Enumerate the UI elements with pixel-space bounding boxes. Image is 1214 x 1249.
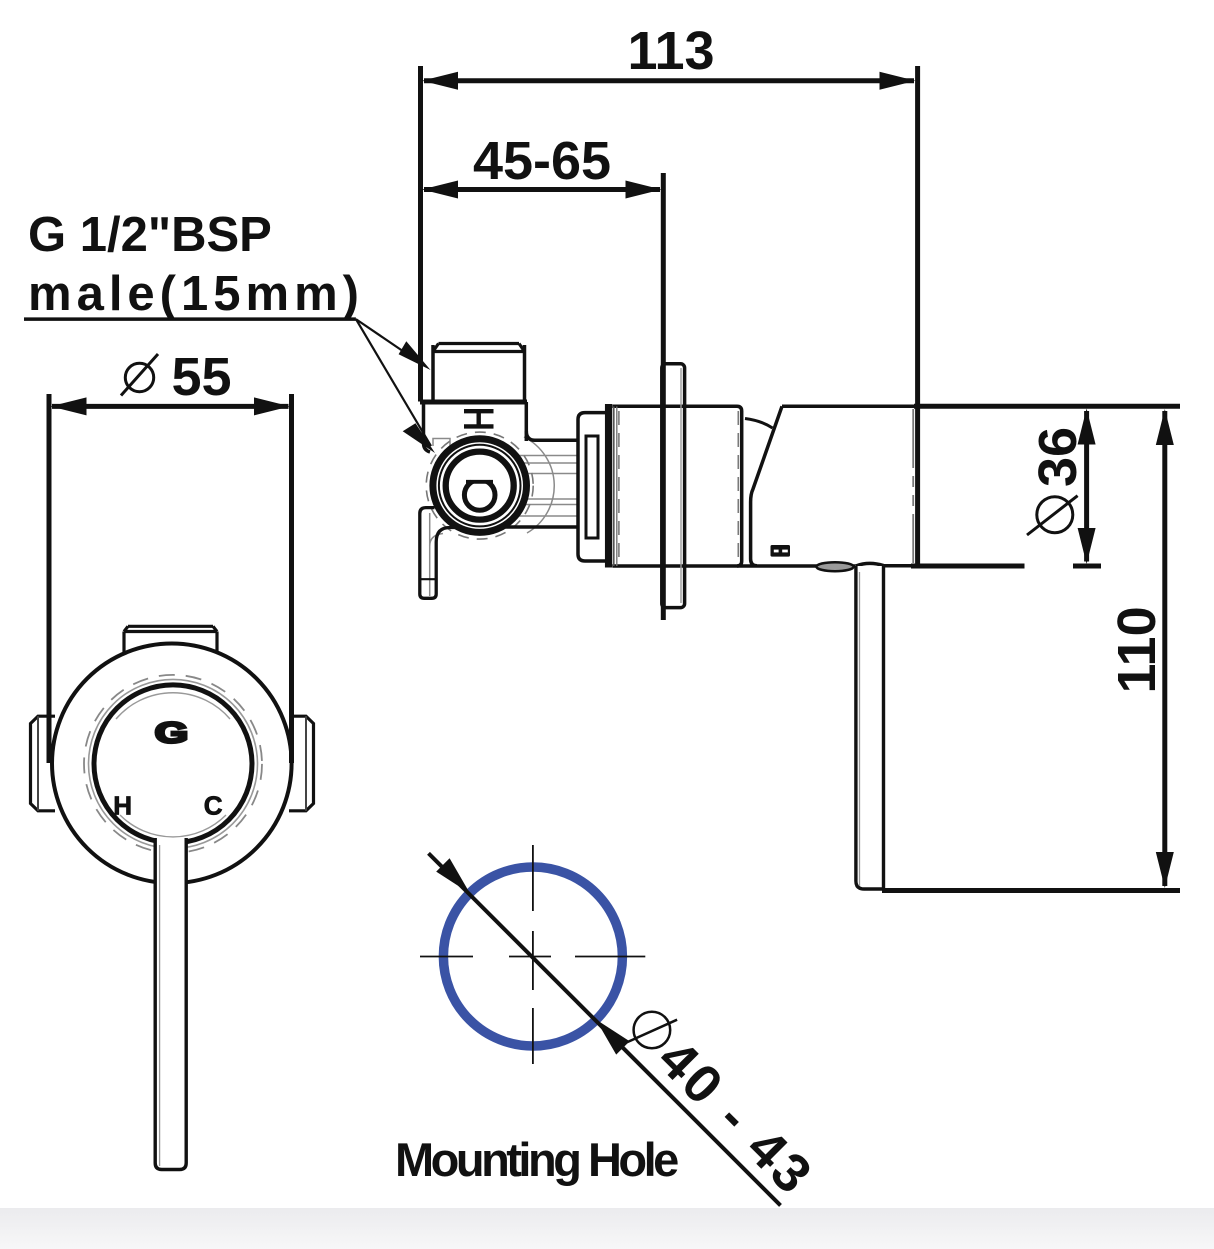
- svg-text:36: 36: [1028, 427, 1088, 487]
- svg-text:H: H: [113, 791, 132, 821]
- svg-text:C: C: [204, 791, 223, 821]
- svg-text:45-65: 45-65: [473, 131, 611, 191]
- svg-text:110: 110: [1107, 606, 1167, 693]
- svg-text:113: 113: [627, 21, 714, 81]
- svg-text:Mounting Hole: Mounting Hole: [395, 1133, 678, 1186]
- svg-text:G 1/2"BSP: G 1/2"BSP: [28, 208, 272, 262]
- svg-text:male(15mm): male(15mm): [28, 267, 364, 321]
- svg-text:G: G: [155, 717, 188, 749]
- svg-text:55: 55: [172, 347, 232, 407]
